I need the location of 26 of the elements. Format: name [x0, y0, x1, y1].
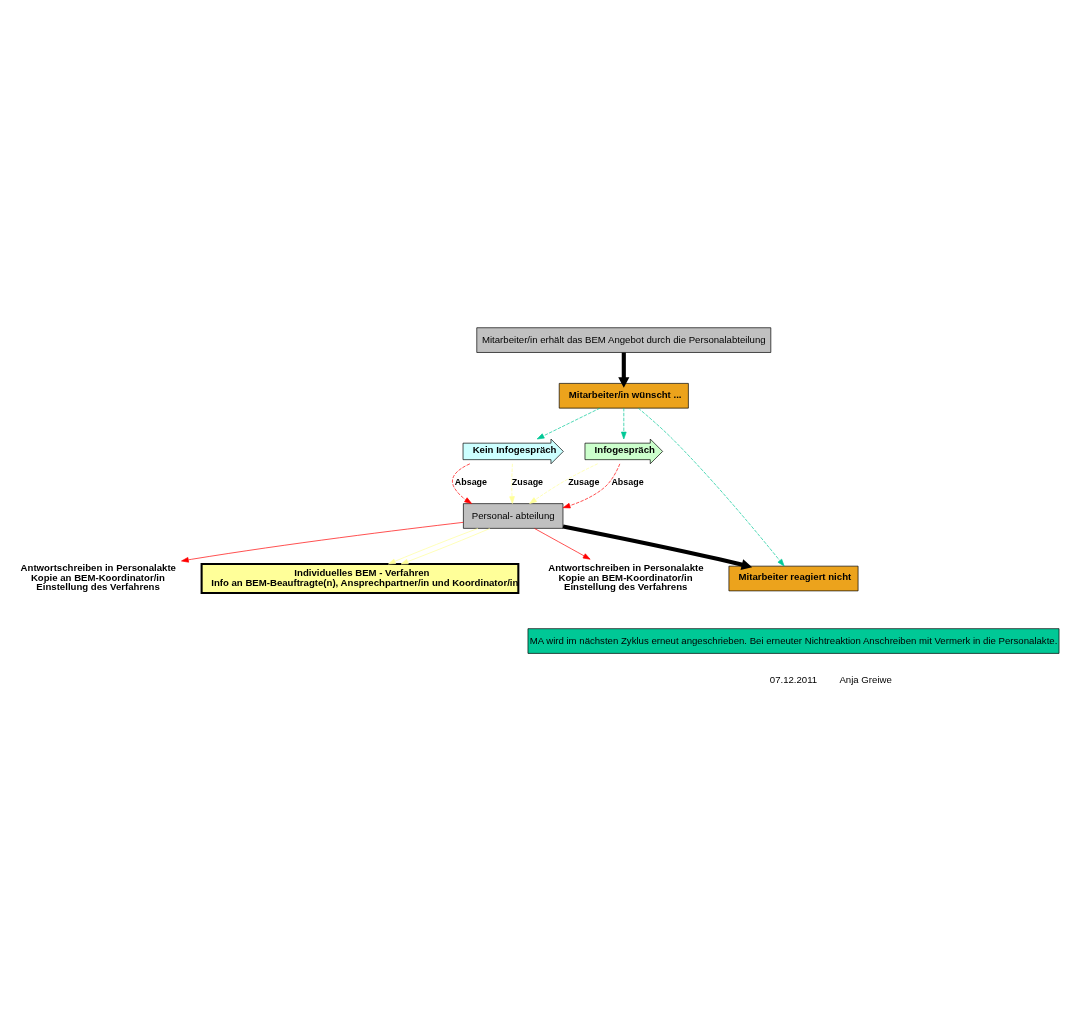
node-box: Mitarbeiter/in wünscht ... [558, 383, 689, 409]
arrow [400, 528, 491, 565]
arrow [388, 528, 479, 565]
node-box: Mitarbeiter reagiert nicht [728, 565, 859, 592]
node-box: Personal- abteilung [463, 503, 564, 529]
arrow [638, 407, 785, 567]
arrow [529, 463, 598, 504]
arrow [452, 463, 472, 504]
node-box: MA wird im nächsten Zyklus erneut angeschrieben. Bei erneuter Nichtreaktion Anschreiben mit Vermerk in die Personalakte. [527, 628, 1060, 654]
arrow [621, 407, 627, 440]
node-text: Antwortschreiben in Personalakte Kopie an BEM-Koordinator/in Einstellung des Verfahrens [548, 562, 704, 593]
edge-label: Zusage [511, 477, 544, 488]
edge-label: Absage [454, 477, 488, 488]
edge-label: Absage [611, 477, 644, 488]
arrow [181, 522, 464, 563]
node-box: Mitarbeiter/in erhält das BEM Angebot durch die Personalabteilung [476, 327, 772, 353]
arrow [534, 528, 591, 560]
label: Anja Greiwe [839, 674, 892, 686]
node-text: Antwortschreiben in Personalakte Kopie an BEM-Koordinator/in Einstellung des Verfahrens [20, 562, 176, 593]
arrow [509, 463, 515, 504]
arrow [562, 463, 621, 509]
edge-label: Zusage [568, 477, 600, 488]
arrow [562, 524, 753, 571]
arrow [618, 352, 630, 388]
arrow [536, 407, 601, 440]
label: 07.12.2011 [769, 674, 818, 686]
